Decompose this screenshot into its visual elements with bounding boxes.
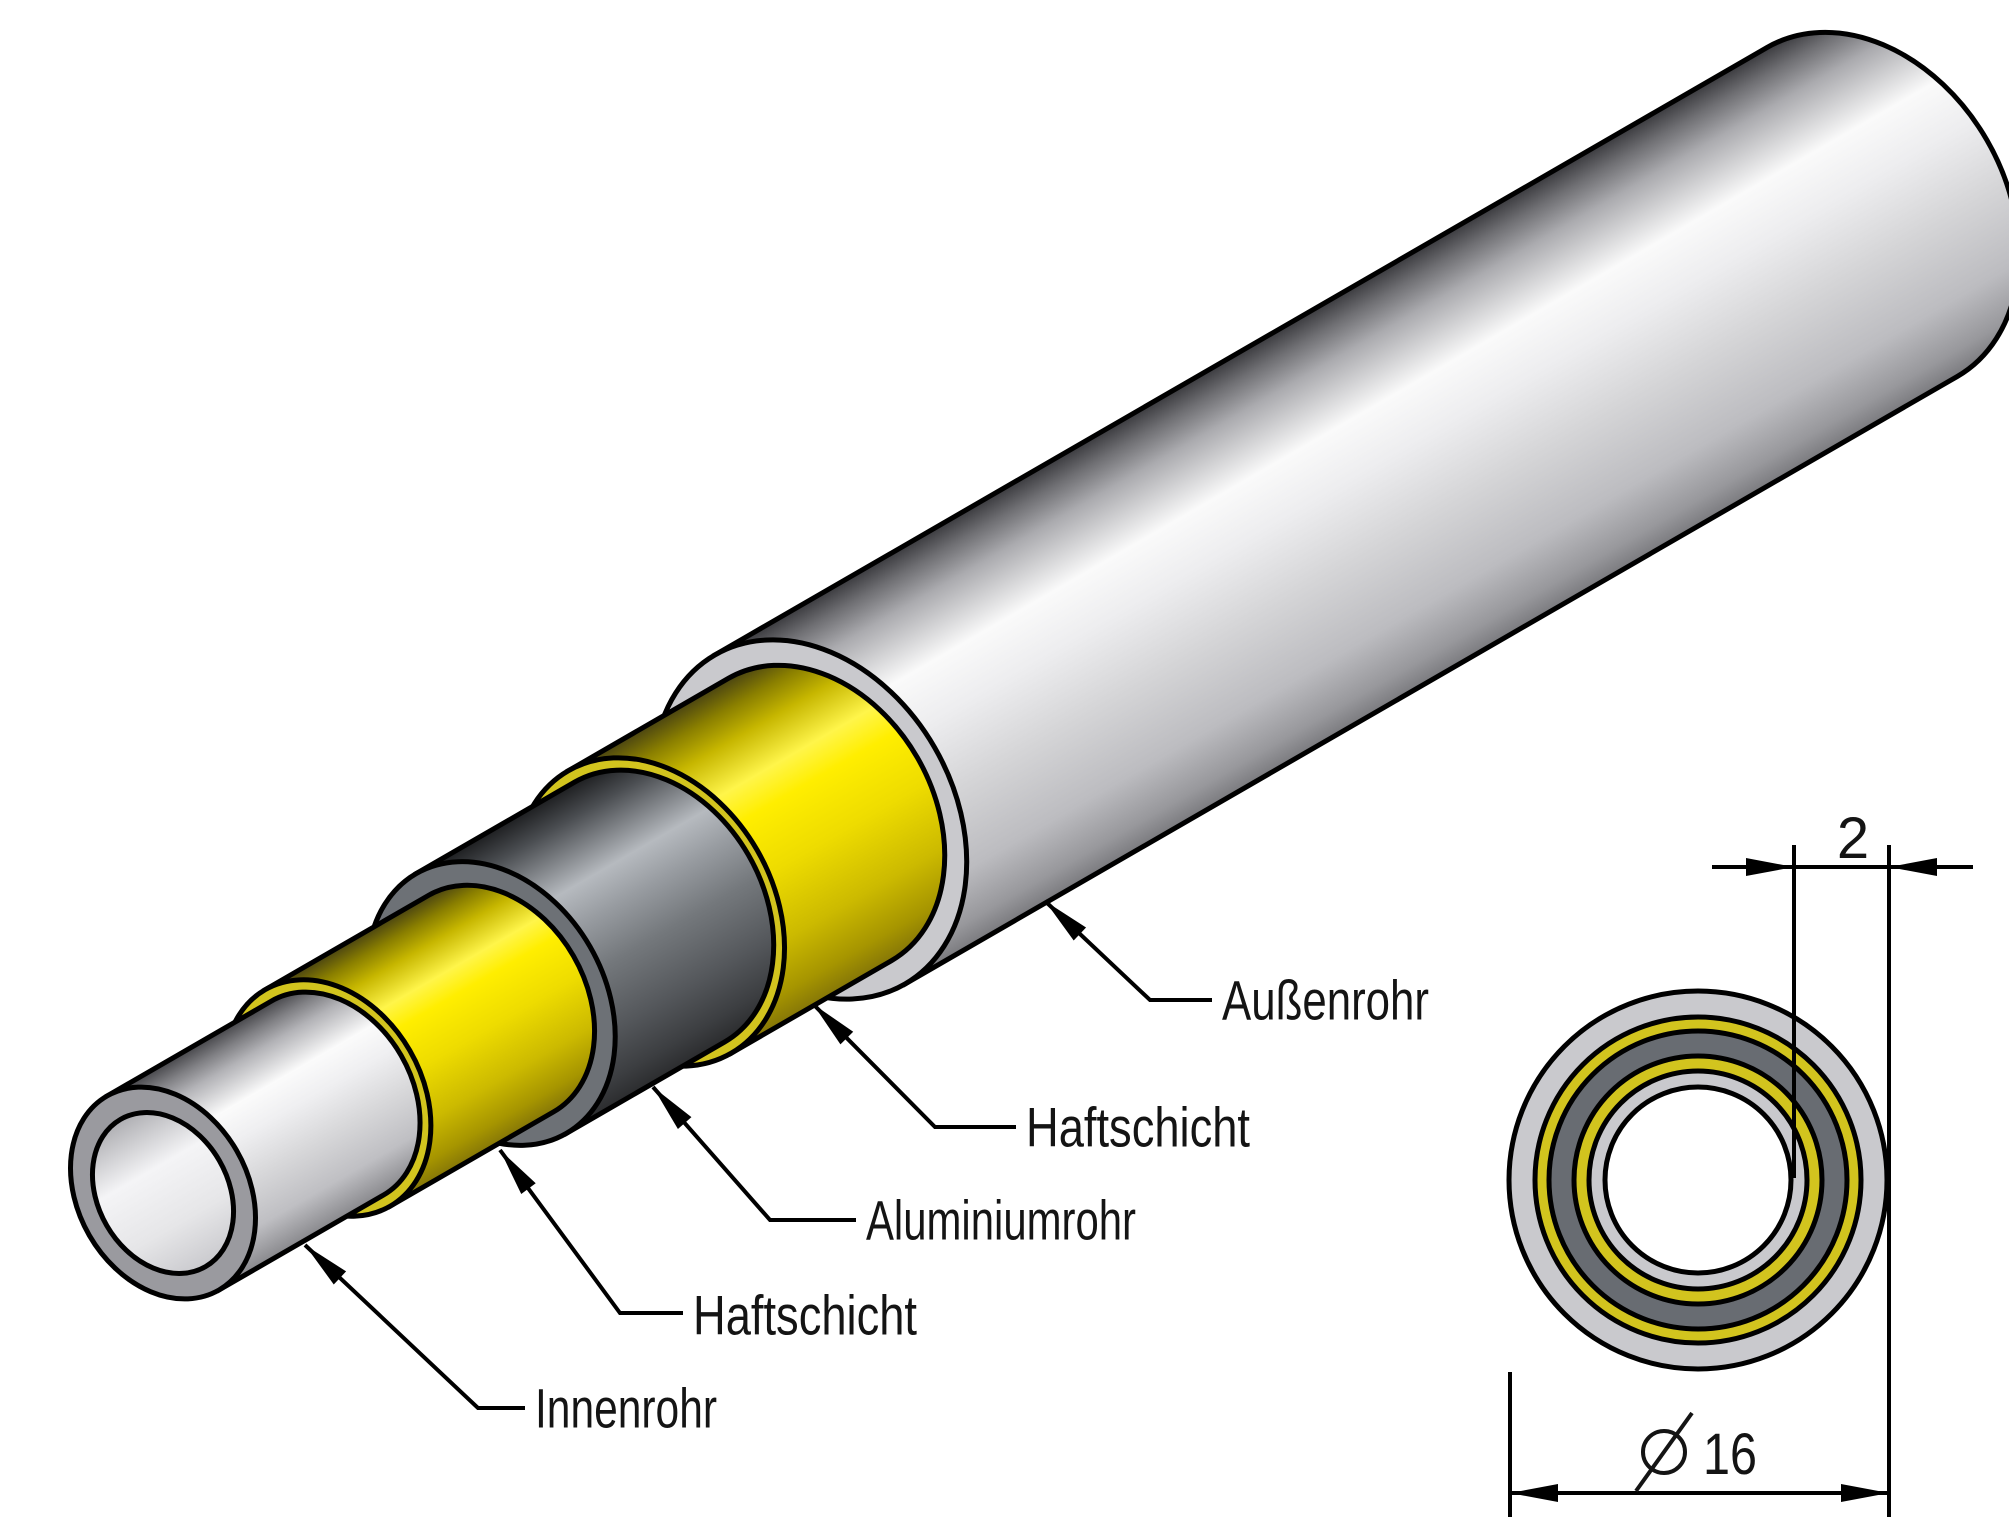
dimension-value-outer-diameter: 16 xyxy=(1703,1422,1757,1487)
leader-aussenrohr xyxy=(1043,899,1212,1002)
label-haftschicht-inner: Haftschicht xyxy=(693,1284,917,1347)
dimension-arrow-icon xyxy=(1746,858,1794,876)
leader-haftschicht-inner xyxy=(498,1148,683,1315)
leader-arrow-icon xyxy=(813,1004,854,1045)
dimension-value-wall-thickness: 2 xyxy=(1837,806,1869,871)
cross-section-view xyxy=(1506,988,1890,1372)
leader-aluminiumrohr xyxy=(651,1085,856,1222)
leader-haftschicht-outer xyxy=(811,1002,1016,1129)
dimension-arrow-icon xyxy=(1510,1484,1558,1502)
dimension-arrowheads xyxy=(1510,858,1937,1502)
dimension-arrow-icon xyxy=(1889,858,1937,876)
leader-lines xyxy=(303,899,1212,1410)
leader-arrow-icon xyxy=(500,1150,536,1194)
dimension-arrow-icon xyxy=(1841,1484,1889,1502)
leader-innenrohr xyxy=(303,1243,525,1410)
pipe-bore xyxy=(89,1110,237,1276)
aussenrohr-body xyxy=(711,29,2009,988)
label-aussenrohr: Außenrohr xyxy=(1222,969,1429,1032)
leader-arrow-icon xyxy=(305,1245,347,1285)
section-bore xyxy=(1602,1084,1794,1276)
pipe-3d-view xyxy=(68,29,2009,1302)
dimension-lines xyxy=(1508,845,1973,1517)
label-haftschicht-outer: Haftschicht xyxy=(1026,1096,1250,1159)
label-aluminiumrohr: Aluminiumrohr xyxy=(866,1189,1136,1252)
label-innenrohr: Innenrohr xyxy=(535,1377,717,1440)
diameter-symbol-icon xyxy=(1634,1411,1694,1493)
leader-arrowheads xyxy=(305,901,1087,1285)
leader-arrow-icon xyxy=(653,1087,692,1130)
layer-innenrohr xyxy=(68,989,423,1302)
leader-arrow-icon xyxy=(1045,901,1087,941)
